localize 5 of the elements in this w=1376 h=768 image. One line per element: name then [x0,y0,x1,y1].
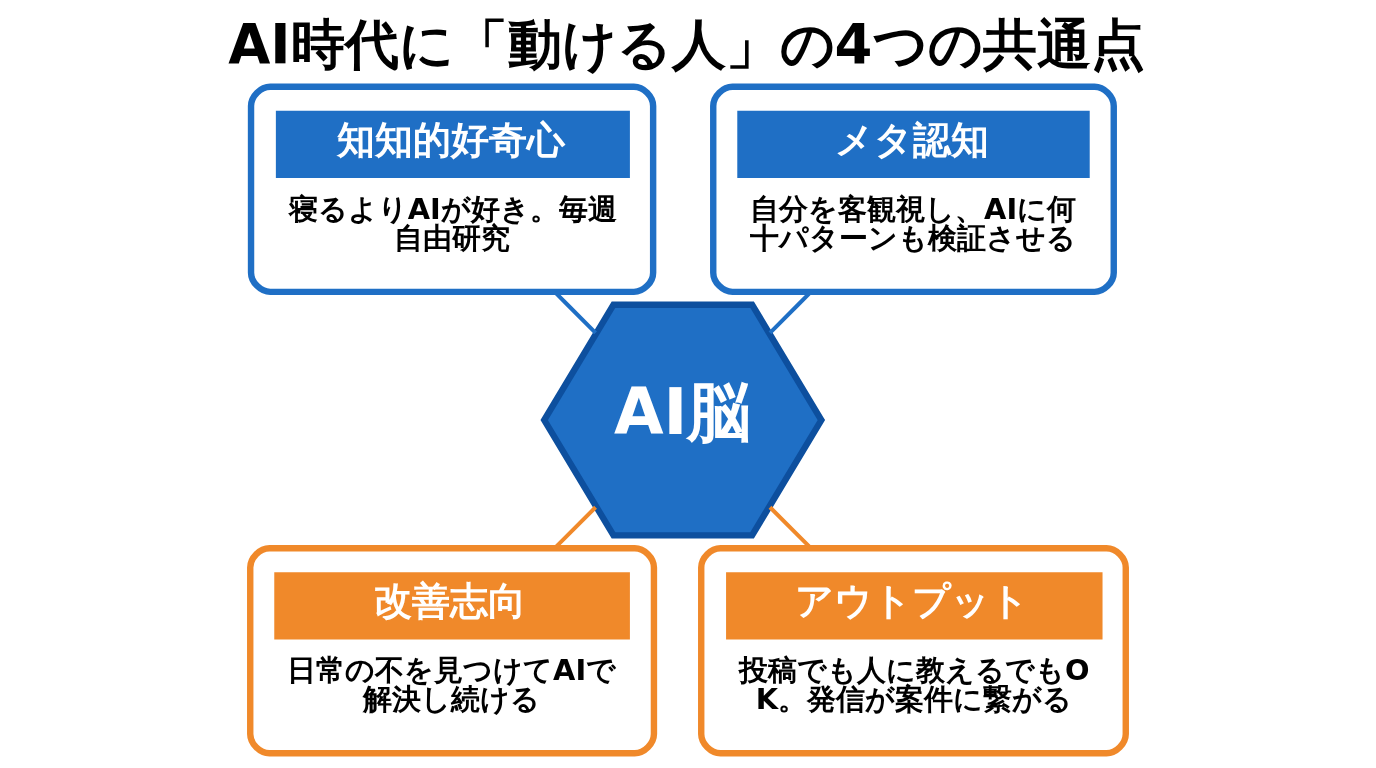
node-box: 改善志向 日常の不を見つけてAIで解決し続ける [247,545,658,757]
node-box: アウトプット 投稿でも人に教えるでもOK。発信が案件に繋がる [698,545,1129,757]
node-box: 知知的好奇心 寝るよりAIが好き。毎週自由研究 [247,83,657,296]
diagram-title: AI時代に「動ける人」の4つの共通点 [228,12,1145,77]
node-box: メタ認知 自分を客観視し、AIに何十パターンも検証させる [710,83,1117,296]
